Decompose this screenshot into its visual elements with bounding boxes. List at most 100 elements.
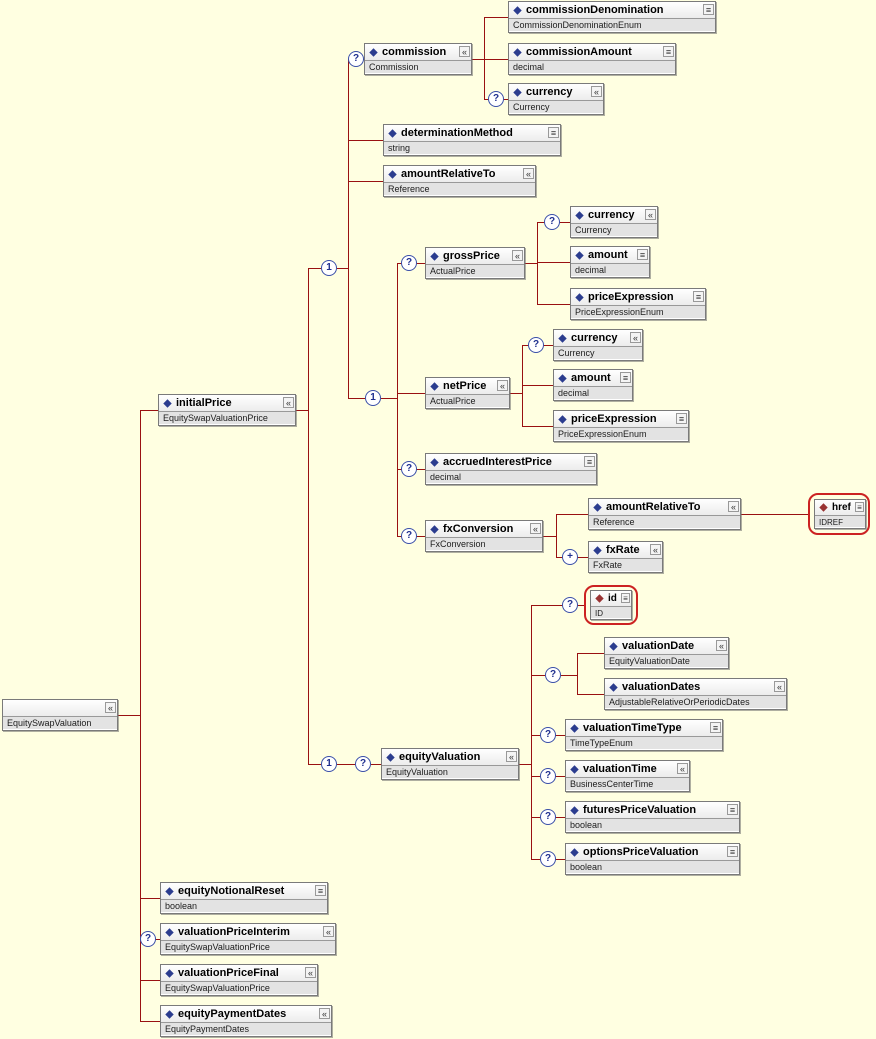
node-fxRate[interactable]: fxRateFxRate: [588, 541, 663, 573]
node-attribute-href[interactable]: hrefIDREF: [814, 499, 866, 529]
element-name: accruedInterestPrice: [443, 456, 552, 468]
connector-line: [577, 694, 604, 695]
optional-indicator-valuationTimeType[interactable]: ?: [540, 727, 556, 743]
node-valuationPriceInterim[interactable]: valuationPriceInterimEquitySwapValuation…: [160, 923, 336, 955]
choice-indicator-initialPrice-content[interactable]: 1: [321, 260, 337, 276]
simple-content-icon: [637, 249, 648, 260]
element-diamond-icon: [513, 47, 522, 57]
connector-line: [397, 263, 398, 536]
optional-indicator-grossPrice[interactable]: ?: [401, 255, 417, 271]
element-diamond-icon: [369, 47, 378, 57]
node-equityValuation[interactable]: equityValuationEquityValuation: [381, 748, 519, 780]
node-currency-gross[interactable]: currencyCurrency: [570, 206, 658, 238]
simple-content-icon: [703, 4, 714, 15]
node-fxConversion[interactable]: fxConversionFxConversion: [425, 520, 543, 552]
element-type: Currency: [554, 346, 642, 359]
element-diamond-icon: [386, 752, 395, 762]
element-type: AdjustableRelativeOrPeriodicDates: [605, 695, 786, 708]
node-amountRelativeTo[interactable]: amountRelativeToReference: [383, 165, 536, 197]
element-type: decimal: [571, 263, 649, 276]
complex-content-icon: [645, 209, 656, 220]
node-attribute-id[interactable]: idID: [590, 590, 632, 620]
node-valuationPriceFinal[interactable]: valuationPriceFinalEquitySwapValuationPr…: [160, 964, 318, 996]
optional-indicator-commission[interactable]: ?: [348, 51, 364, 67]
node-initialPrice[interactable]: initialPriceEquitySwapValuationPrice: [158, 394, 296, 426]
node-header: fxConversion: [426, 521, 542, 537]
optional-indicator-valuationPriceInterim[interactable]: ?: [140, 931, 156, 947]
element-type: EquitySwapValuationPrice: [161, 940, 335, 953]
connector-line: [537, 222, 538, 304]
optional-indicator-optionsPriceValuation[interactable]: ?: [540, 851, 556, 867]
node-accruedInterestPrice[interactable]: accruedInterestPricedecimal: [425, 453, 597, 485]
optional-indicator-equityValuation[interactable]: ?: [355, 756, 371, 772]
element-diamond-icon: [430, 381, 439, 391]
node-currency-net[interactable]: currencyCurrency: [553, 329, 643, 361]
complex-content-icon: [716, 640, 727, 651]
node-commissionAmount[interactable]: commissionAmountdecimal: [508, 43, 676, 75]
element-name: valuationTime: [583, 763, 657, 775]
simple-content-icon: [676, 413, 687, 424]
node-valuationDate[interactable]: valuationDateEquityValuationDate: [604, 637, 729, 669]
element-diamond-icon: [575, 210, 584, 220]
complex-content-icon: [506, 751, 517, 762]
node-equityPaymentDates[interactable]: equityPaymentDatesEquityPaymentDates: [160, 1005, 332, 1037]
element-name: equityNotionalReset: [178, 885, 285, 897]
element-diamond-icon: [388, 128, 397, 138]
node-header: amount: [571, 247, 649, 263]
node-valuationTimeType[interactable]: valuationTimeTypeTimeTypeEnum: [565, 719, 723, 751]
node-equity-swap-valuation-root[interactable]: EquitySwapValuation: [2, 699, 118, 731]
node-priceExpression-net[interactable]: priceExpressionPriceExpressionEnum: [553, 410, 689, 442]
optional-indicator-accruedInterestPrice[interactable]: ?: [401, 461, 417, 477]
node-commission[interactable]: commissionCommission: [364, 43, 472, 75]
node-priceExpression-gross[interactable]: priceExpressionPriceExpressionEnum: [570, 288, 706, 320]
element-type: FxRate: [589, 558, 662, 571]
element-type: decimal: [554, 386, 632, 399]
element-type: ActualPrice: [426, 394, 509, 407]
node-amount-gross[interactable]: amountdecimal: [570, 246, 650, 278]
element-diamond-icon: [558, 333, 567, 343]
element-diamond-icon: [575, 250, 584, 260]
simple-content-icon: [663, 46, 674, 57]
optional-choice-indicator-valuationDate-group[interactable]: ?: [545, 667, 561, 683]
element-name: amountRelativeTo: [401, 168, 496, 180]
node-optionsPriceValuation[interactable]: optionsPriceValuationboolean: [565, 843, 740, 875]
one-or-more-indicator-fxRate[interactable]: +: [562, 549, 578, 565]
node-amount-net[interactable]: amountdecimal: [553, 369, 633, 401]
node-grossPrice[interactable]: grossPriceActualPrice: [425, 247, 525, 279]
node-determinationMethod[interactable]: determinationMethodstring: [383, 124, 561, 156]
node-equityNotionalReset[interactable]: equityNotionalResetboolean: [160, 882, 328, 914]
element-diamond-icon: [165, 1009, 174, 1019]
element-name: valuationTimeType: [583, 722, 682, 734]
node-header: currency: [554, 330, 642, 346]
optional-indicator-currency-net[interactable]: ?: [528, 337, 544, 353]
element-type: TimeTypeEnum: [566, 736, 722, 749]
complex-content-icon: [677, 763, 688, 774]
optional-indicator-valuationTime[interactable]: ?: [540, 768, 556, 784]
node-amountRelativeTo-fx[interactable]: amountRelativeToReference: [588, 498, 741, 530]
optional-indicator-currency-commission[interactable]: ?: [488, 91, 504, 107]
node-valuationDates[interactable]: valuationDatesAdjustableRelativeOrPeriod…: [604, 678, 787, 710]
connector-line: [561, 675, 577, 676]
optional-indicator-currency-gross[interactable]: ?: [544, 214, 560, 230]
element-diamond-icon: [430, 251, 439, 261]
simple-content-icon: [315, 885, 326, 896]
node-commissionDenomination[interactable]: commissionDenominationCommissionDenomina…: [508, 1, 716, 33]
connector-line: [522, 426, 553, 427]
element-name: determinationMethod: [401, 127, 513, 139]
element-type: BusinessCenterTime: [566, 777, 689, 790]
choice-indicator-price-group[interactable]: 1: [365, 390, 381, 406]
element-name: commissionDenomination: [526, 4, 664, 16]
node-futuresPriceValuation[interactable]: futuresPriceValuationboolean: [565, 801, 740, 833]
optional-indicator-id[interactable]: ?: [562, 597, 578, 613]
element-diamond-icon: [165, 968, 174, 978]
node-valuationTime[interactable]: valuationTimeBusinessCenterTime: [565, 760, 690, 792]
node-currency-commission[interactable]: currencyCurrency: [508, 83, 604, 115]
optional-indicator-fxConversion[interactable]: ?: [401, 528, 417, 544]
connector-line: [308, 268, 309, 764]
node-netPrice[interactable]: netPriceActualPrice: [425, 377, 510, 409]
element-name: valuationPriceFinal: [178, 967, 279, 979]
optional-indicator-futuresPriceValuation[interactable]: ?: [540, 809, 556, 825]
element-name: currency: [526, 86, 573, 98]
simple-content-icon: [727, 846, 738, 857]
choice-indicator-equityValuation-group[interactable]: 1: [321, 756, 337, 772]
